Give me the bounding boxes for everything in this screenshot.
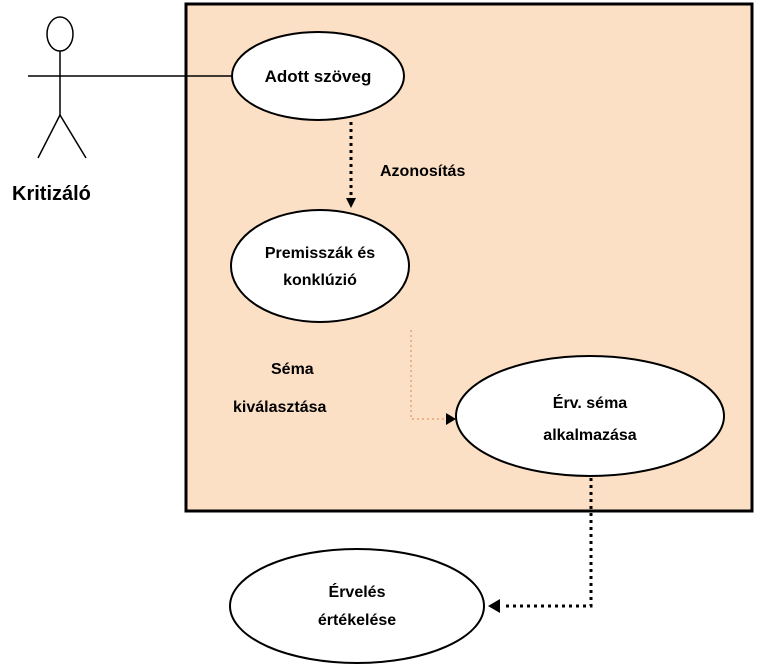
relation-label-sema: Séma bbox=[271, 361, 314, 378]
use-case-erv-sema bbox=[455, 355, 725, 477]
stick-figure-actor-icon bbox=[28, 16, 96, 159]
include-arrow-erveles-arrowhead bbox=[488, 599, 500, 613]
use-case-erv-sema-line1: Érv. séma bbox=[553, 393, 628, 412]
use-case-adott-szoveg bbox=[231, 31, 405, 121]
include-arrow-erveles bbox=[502, 478, 593, 608]
use-case-erveles bbox=[229, 548, 485, 664]
use-case-adott-szoveg-label: Adott szöveg bbox=[265, 67, 372, 86]
connector-sema-kivalasztasa-arrowhead bbox=[446, 413, 456, 425]
relation-label-azonositas: Azonosítás bbox=[380, 163, 465, 180]
use-case-premisszak-line1: Premisszák és bbox=[265, 245, 375, 262]
relation-label-kivalasztasa: kiválasztása bbox=[233, 399, 327, 416]
actor-label: Kritizáló bbox=[12, 183, 91, 205]
use-case-erv-sema-line2: alkalmazása bbox=[543, 427, 637, 444]
use-case-premisszak bbox=[230, 209, 410, 323]
use-case-erveles-line2: értékelése bbox=[318, 612, 396, 629]
use-case-erveles-line1: Érvelés bbox=[329, 582, 386, 601]
use-case-premisszak-line2: konklúzió bbox=[283, 272, 357, 289]
